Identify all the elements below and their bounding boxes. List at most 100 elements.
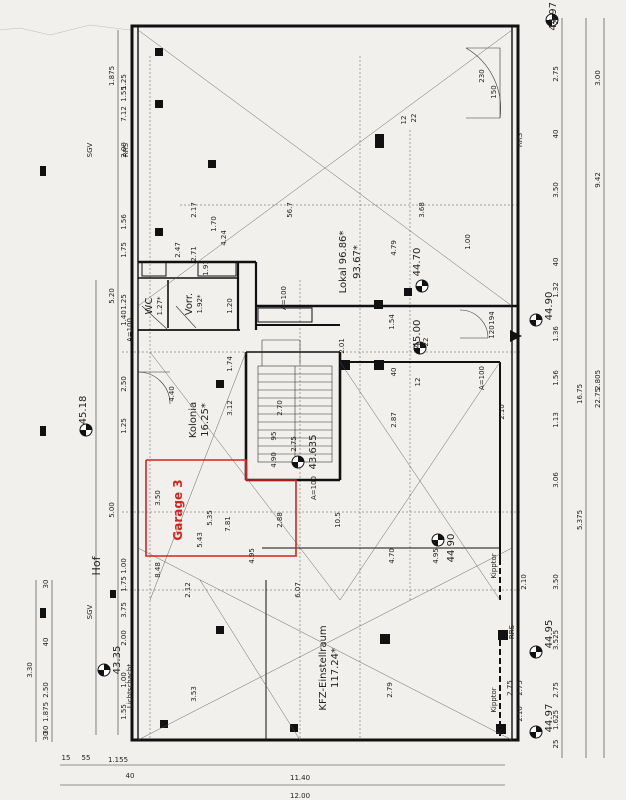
level-4470: 44.70 [412, 248, 423, 277]
dims-interior-12: 2.87 [390, 412, 398, 428]
dims-right-col1-1: 25 [552, 16, 560, 25]
dims-interior-40: 22 [422, 338, 430, 347]
vorr-area: 1.92* [196, 294, 204, 314]
level-4335: 43.35 [112, 646, 123, 675]
dims-interior-13: 4.40 [168, 386, 176, 402]
dims-left-col-19: 1.55 [120, 704, 128, 720]
dims-interior-28: 2.10 [516, 706, 524, 722]
dims-right-col1: 252.75403.50401.321.361.561.133.063.503.… [552, 16, 560, 749]
dims-left-col-11: 2.50 [120, 376, 128, 392]
dims-interior-26: 2.75 [516, 680, 524, 696]
kipptor-label-2: Kipptor [490, 687, 498, 712]
dims-right-col1-15: 25 [552, 740, 560, 749]
kipptor-label-1: Kipptor [490, 553, 498, 578]
dims-left-col-10: 1.40 [120, 310, 128, 326]
dims-interior-23: 4.95 [248, 548, 256, 564]
dims-left-col-5: 2.00 [120, 142, 128, 158]
level-4500: 45.00 [412, 320, 423, 349]
dims-left-outer-7: 30 [42, 732, 50, 741]
dims-left-outer-3: 30 [42, 726, 50, 735]
dims-interior-18: 10.5 [334, 512, 342, 528]
dims-left-col-6: 1.56 [120, 214, 128, 230]
dims-left-col-14: 1.00 [120, 558, 128, 574]
dims-bottom-3: 1.155 [108, 756, 128, 764]
dims-interior-3: 2.17 [190, 202, 198, 218]
dims-interior-45: 1.91 [202, 260, 210, 276]
dims-interior-35: 1.20 [226, 298, 234, 314]
dims-right-col1-8: 1.56 [552, 370, 560, 386]
dims-left-col-3: 1.55 [120, 86, 128, 102]
dims-right-col1-12: 3.525 [552, 630, 560, 650]
vorr-label: Vorr. [184, 293, 195, 316]
dims-interior-16: 5.35 [206, 510, 214, 526]
dims-interior-44: 2.71 [190, 246, 198, 262]
dims-right-col2-3: 2.805 [594, 370, 602, 390]
dims-interior-5: 4.79 [390, 240, 398, 256]
dims-left-col-13: 5.00 [108, 502, 116, 518]
dims-interior-24: 3.53 [190, 686, 198, 702]
dims-right-col2-4: 16.75 [576, 384, 584, 404]
level-texts: 44.97 44.70 44.90 45.00 45.18 43.635 44.… [78, 2, 559, 732]
dims-left-outer-6: 1.875 [42, 702, 50, 722]
dims-right-col1-4: 3.50 [552, 182, 560, 198]
dims-interior-11: 2.75 [290, 436, 298, 452]
rrs-tag-3: RRS [508, 624, 516, 639]
dims-left-col-12: 1.25 [120, 418, 128, 434]
dims-right-col1-3: 40 [552, 130, 560, 139]
lokal-area-2: 93.67* [352, 245, 363, 279]
dims-interior-43: 2.47 [174, 242, 182, 258]
dims-right-col1-10: 3.06 [552, 472, 560, 488]
dims-interior-8: 1.74 [226, 356, 234, 372]
wc-label: WC [144, 298, 155, 315]
room-labels: Lokal 96.86* 93.67* WC 1.27* Vorr. 1.92*… [90, 231, 498, 713]
rrs-tag-2: RRS [516, 132, 524, 147]
dims-interior-29: 2.75 [506, 680, 514, 696]
dims-interior-17: 2.88 [276, 512, 284, 528]
dims-interior-2: 3.68 [418, 202, 426, 218]
dims-right-col1-9: 1.13 [552, 412, 560, 428]
level-markers [79, 13, 559, 739]
dims-interior-33: 4.95 [432, 548, 440, 564]
lichtschacht-label: Lichtschacht [126, 664, 134, 708]
level-4495: 44.95 [544, 620, 555, 649]
dims-interior-14: 5.43 [196, 532, 204, 548]
dims-left-col-2: 1.25 [120, 74, 128, 90]
dims-right-col1-6: 1.32 [552, 282, 560, 298]
dims-interior-15: 7.81 [224, 516, 232, 532]
hof-label: Hof [90, 555, 103, 575]
dims-left-col-7: 1.75 [120, 242, 128, 258]
dims-interior-36: 12 [400, 116, 408, 125]
dims-left-col-1: 1.875 [108, 66, 116, 86]
door-194: 194 [488, 311, 496, 325]
dims-left-outer-4: 3.30 [26, 662, 34, 678]
door-120: 120 [488, 325, 496, 338]
a100-tag-1: A=100 [126, 318, 134, 342]
door-230: 230 [478, 69, 486, 82]
dims-interior-39: 12 [414, 378, 422, 387]
dims-bottom-5: 12.00 [290, 792, 310, 800]
dims-interior-25: 2.79 [386, 682, 394, 698]
dims-bottom-1: 15 [62, 754, 71, 762]
dims-left-col-18: 1.00 [120, 672, 128, 688]
columns [40, 48, 508, 734]
dimension-lines [35, 18, 605, 786]
kfz-label: KFZ-Einstellraum [318, 625, 329, 710]
level-43635: 43.635 [308, 435, 319, 470]
dims-interior-42: 1.70 [210, 216, 218, 232]
dims-interior-9: 3.12 [226, 400, 234, 416]
dims-bottom-4: 40 [126, 772, 135, 780]
level-4497-bottom: 44.97 [544, 704, 555, 733]
dims-right-col1-5: 40 [552, 258, 560, 267]
a100-tag-2: A=100 [280, 286, 288, 310]
kolonia-area: 16.25* [200, 403, 211, 437]
dims-right-col1-7: 1.36 [552, 326, 560, 342]
dims-left-col-16: 3.75 [120, 602, 128, 618]
door-swings [137, 47, 501, 740]
dims-interior-34: 4.90 [270, 452, 278, 468]
dims-right-col2-5: 5.375 [576, 510, 584, 530]
a100-tag-4: A=100 [478, 366, 486, 390]
